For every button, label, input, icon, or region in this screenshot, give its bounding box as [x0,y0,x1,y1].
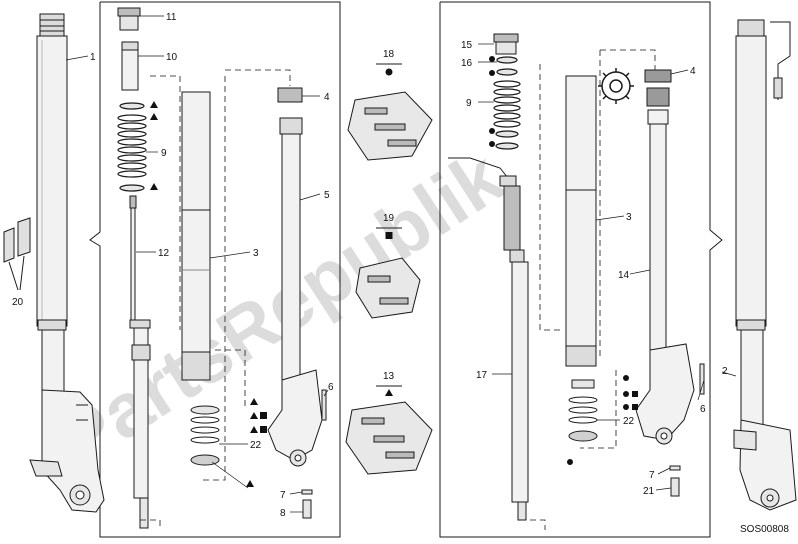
kit-19-square-symbol [385,232,393,239]
callout-15: 15 [461,40,473,51]
callout-3-right: 3 [626,212,632,223]
kit-19-seals [355,227,421,319]
callout-13: 13 [383,371,395,382]
callout-labels: 1 20 11 10 9 12 3 4 5 6 22 7 8 18 19 13 … [12,12,728,519]
callout-10: 10 [166,52,178,63]
callout-22-left: 22 [250,440,262,451]
part-9-spring-left [117,102,147,192]
diagram-code: SOS00808 [740,524,789,535]
part-7-21-axle-right [669,465,681,497]
callout-7-right: 7 [649,470,655,481]
left-panel-frame [89,1,341,538]
callout-11: 11 [166,12,177,23]
callout-20: 20 [12,297,24,308]
part-11-cap [117,7,141,31]
dashed-guide-right [520,49,656,530]
callout-19: 19 [383,213,395,224]
callout-4-left: 4 [324,92,330,103]
part-4-bushing-left [277,87,303,103]
leader-lines [65,15,737,513]
callout-2: 2 [722,366,728,377]
right-fork-outer-tube [733,19,797,511]
callout-5: 5 [324,190,330,201]
callout-21: 21 [643,486,655,497]
callout-9-left: 9 [161,148,167,159]
left-fork-outer-tube [29,13,105,513]
dashed-guide-left [140,69,291,530]
callout-14: 14 [618,270,630,281]
callout-16: 16 [461,58,473,69]
part-4-bushing-right [644,69,672,83]
part-3-inner-tube-right [565,75,598,442]
gear-icon [598,68,634,104]
kit-18-circle-symbol [385,68,393,76]
callout-18: 18 [383,49,395,60]
part-14-outer-slider-right [635,87,695,445]
kit-symbols [150,56,638,487]
part-9-spring-right [493,56,521,150]
callout-3-left: 3 [253,248,259,259]
callout-4-right: 4 [690,66,696,77]
part-12-cartridge-rod [129,195,151,529]
kit-18-seals [347,63,433,161]
part-7-8-axle-left [301,489,313,519]
part-20-pads [3,217,31,263]
callout-6-right: 6 [700,404,706,415]
kit-13-triangle-symbol [385,389,393,396]
callout-12: 12 [158,248,170,259]
part-17-cartridge-right [448,157,529,521]
callout-1: 1 [90,52,96,63]
part-5-outer-slider-left [267,117,323,467]
part-3-inner-tube-left [181,91,220,466]
callout-6-left: 6 [328,382,334,393]
callout-22-right: 22 [623,416,635,427]
callout-9-right: 9 [466,98,472,109]
part-6-bolt-right [699,363,705,395]
callout-17: 17 [476,370,488,381]
callout-7-left: 7 [280,490,286,501]
part-6-bolt-left [321,389,327,421]
callout-8: 8 [280,508,286,519]
kit-13-seals [345,385,433,475]
part-10-spacer [121,41,139,91]
right-panel-frame [439,1,723,538]
part-15-cap-right [493,33,519,55]
